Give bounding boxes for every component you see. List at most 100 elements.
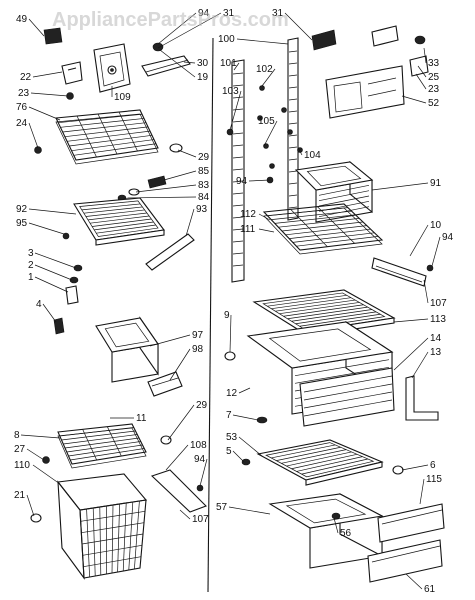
part-100-slot [288,182,298,185]
part-92-glass-shelf [73,197,165,246]
leader-1 [34,276,69,293]
watermark: AppliancePartsPros.com [52,9,289,31]
part-113-glass-shelf-hatch [279,302,360,315]
leader-95 [28,222,65,235]
leader-29 [177,149,197,158]
part-92-glass-shelf-hatch [85,209,145,217]
part-113-glass-shelf-glass [262,292,386,330]
diagram-artwork [30,25,445,593]
leader-52 [401,95,427,104]
part-100-slot [288,134,298,137]
part-101-slot [232,144,244,147]
part-21-clip [30,513,42,523]
part-92-glass-shelf-hatch [87,212,147,221]
leader-2 [34,264,73,281]
part-6-cap [392,465,404,475]
callout-108: 108 [190,440,207,451]
leader-113 [393,318,429,323]
callout-92: 92 [16,204,28,215]
part-33-knob [414,35,426,45]
part-14-rib [303,391,393,409]
callout-94: 94 [236,176,248,187]
part-100-slot [288,110,298,113]
callout-93: 93 [196,204,208,215]
part-101-slot [232,180,244,183]
callout-14: 14 [430,333,442,344]
part-91-bin-rib [318,190,370,202]
part-95-stop [62,232,70,240]
leader-33 [423,47,427,64]
part-61-edge [371,545,441,563]
leader-12 [238,387,251,394]
callout-61: 61 [424,584,436,595]
part-57-drawer-opening [285,498,367,524]
part-111-wire-shelf [262,203,384,255]
leader-23 [30,92,69,97]
leader-23 [415,73,427,90]
part-101-slot [232,264,244,267]
callout-103: 103 [222,86,239,97]
part-53-cover-lip [305,461,383,486]
callout-56: 56 [340,528,352,539]
part-108-trim [150,469,207,513]
leader-111 [258,228,275,233]
rail-screw [281,107,287,113]
part-100-slot [288,62,298,65]
part-100-slot [288,74,298,77]
part-115-front-panel [377,503,445,543]
part-100-slot [288,146,298,149]
callout-95: 95 [16,218,28,229]
leader-57 [228,506,271,515]
part-53-cover-hatch [276,446,341,461]
part-98-edge [151,377,179,387]
leader-105 [263,120,278,147]
leader-94 [248,179,271,182]
leader-108 [165,444,189,471]
callout-9: 9 [224,310,230,321]
part-111-wire-shelf-rung [285,225,367,236]
leader-3 [34,252,77,269]
leader-115 [419,478,425,505]
part-111-wire-shelf-rail [317,206,355,244]
leader-9 [229,314,232,353]
leader-4 [42,303,57,323]
part-109-knob-center [110,68,114,72]
callout-13: 13 [430,347,442,358]
leader-107 [179,509,191,520]
leader-112 [258,213,271,221]
part-8-wire-shelf-rung [68,444,143,457]
callout-85: 85 [198,166,210,177]
leader-85 [163,170,197,181]
part-8-wire-shelf-rung [64,437,140,449]
part-101-slot [232,168,244,171]
part-29-cap [169,143,183,153]
callout-113: 113 [430,314,446,325]
part-61-front-panel [367,539,443,583]
part-91-bin-rib [318,184,370,196]
leader-93 [185,208,195,237]
part-91-bin [294,160,374,223]
callout-57: 57 [216,502,228,513]
rail-screw [269,163,275,169]
part-8-wire-shelf-rung [66,441,141,453]
part-10-trim [371,257,427,287]
callout-33: 33 [428,58,440,69]
part-8-wire-shelf-rail [107,426,122,457]
part-110-side [57,480,85,580]
leader-94 [157,12,197,45]
part-25-bracket [409,55,429,77]
part-101-rail-body [231,59,245,283]
callout-107: 107 [192,514,209,525]
part-92-glass-shelf-hatch [96,224,156,234]
leader-27 [26,448,45,461]
part-49-clip [43,27,63,45]
part-111-wire-shelf-rung [289,228,371,239]
part-12-crisper-rib [294,366,390,384]
part-14-rib [303,383,393,401]
part-53-cover-hatch [286,451,352,467]
part-52-window [333,81,363,113]
part-111-wire-shelf-rung [267,207,348,217]
leader-30 [183,61,196,64]
part-94-screw-trim [426,264,434,272]
part-101-slot [232,72,244,75]
